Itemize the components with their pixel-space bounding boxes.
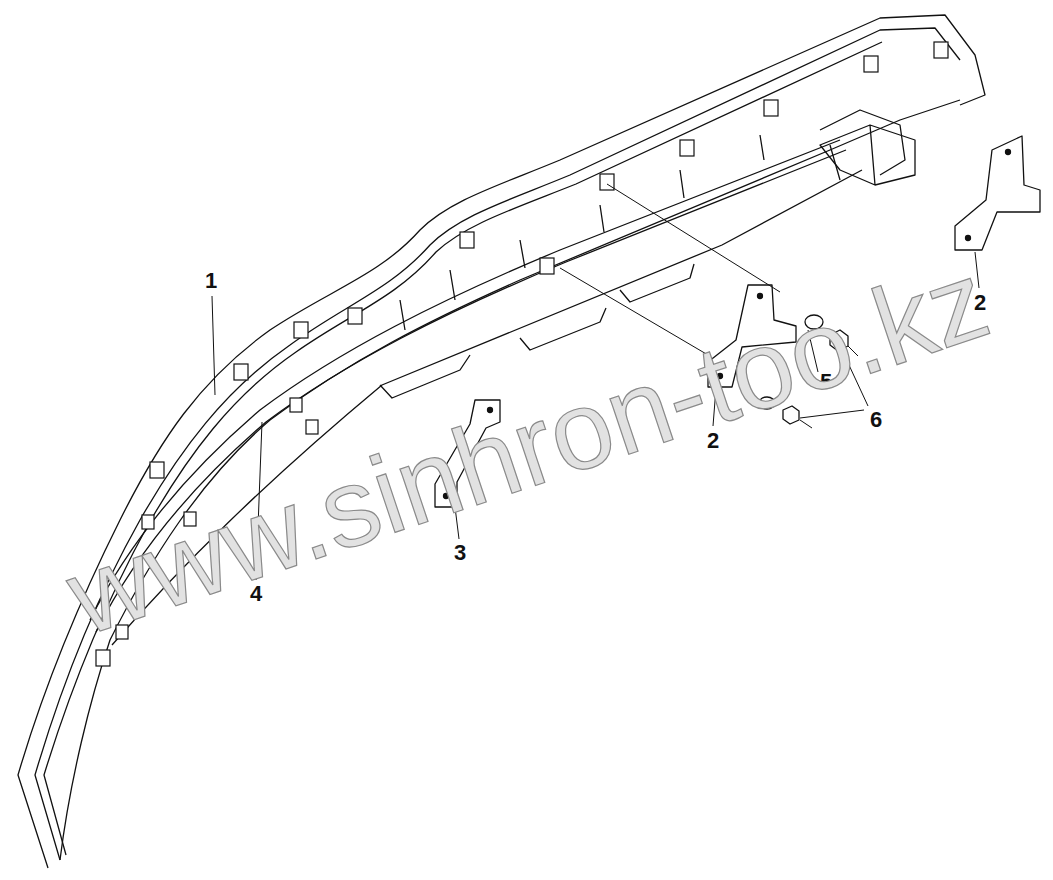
- bumper-end-bracket: [820, 125, 915, 185]
- callout-number: 3: [454, 542, 466, 564]
- callout-number: 1: [205, 270, 217, 292]
- callout-number: 6: [870, 409, 882, 431]
- bracket-2: [955, 136, 1040, 250]
